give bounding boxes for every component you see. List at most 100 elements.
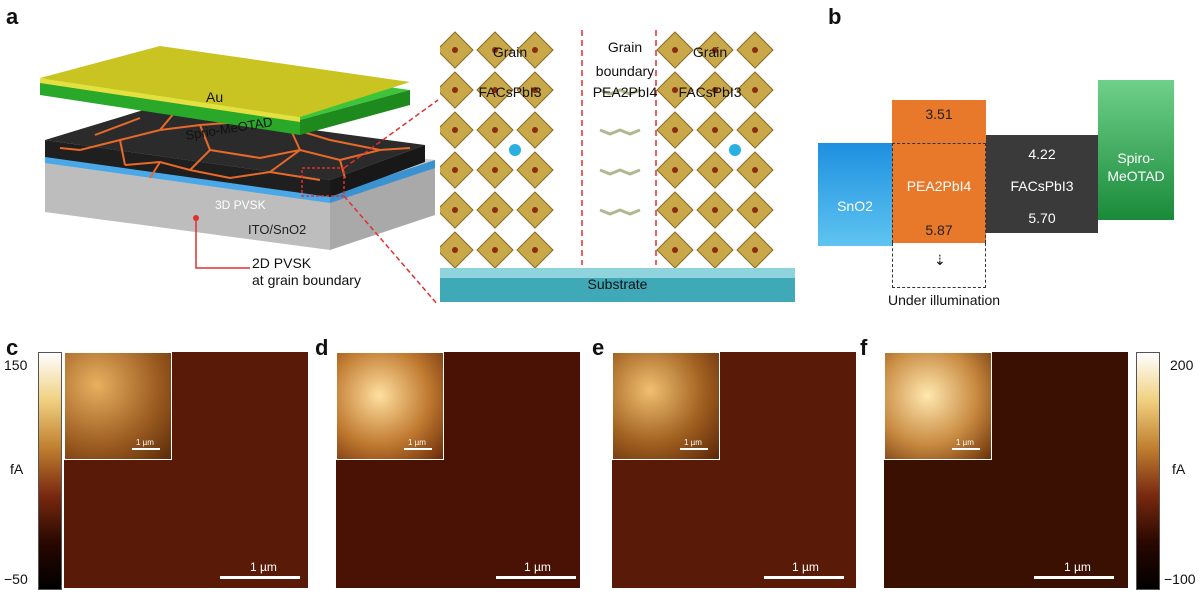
lead-atom [532, 127, 538, 133]
panel-label-b: b [828, 4, 842, 29]
pvsk-label: 3D PVSK [215, 198, 266, 212]
scale-bar-f [1034, 576, 1114, 579]
lead-atom [712, 207, 718, 213]
lead-atom [492, 47, 498, 53]
grain-left-title: Grain [492, 44, 528, 60]
ito-slab-front [45, 155, 330, 250]
lead-atom [532, 247, 538, 253]
lead-atom [672, 207, 678, 213]
lead-atom [712, 127, 718, 133]
lead-atom [492, 87, 498, 93]
inset-scale-f: 1 µm [956, 438, 974, 447]
lead-atom [452, 47, 458, 53]
scale-label-c: 1 µm [250, 560, 277, 574]
cbar-left-max: 150 [4, 357, 28, 373]
pea-bottom-value: 5.87 [925, 222, 953, 238]
afm-image-c: 1 µm 1 µm [64, 352, 308, 588]
illumination-box [892, 243, 986, 288]
lead-atom [492, 127, 498, 133]
lead-atom [452, 167, 458, 173]
lead-atom [452, 247, 458, 253]
callout-line-1: 2D PVSK [252, 255, 312, 271]
pea-band [892, 100, 986, 243]
afm-image-e: 1 µm 1 µm [612, 352, 856, 588]
cbar-left-min: −50 [4, 571, 28, 587]
lead-atom [452, 87, 458, 93]
boundary-material: PEA2PbI4 [592, 84, 658, 100]
cation-atom [729, 144, 741, 156]
spiro-band [1098, 80, 1174, 220]
grain-right-material: FACsPbI3 [678, 84, 742, 100]
inset-scale-e: 1 µm [684, 438, 702, 447]
illumination-label: Under illumination [888, 292, 1001, 308]
organic-spacer [599, 168, 641, 176]
panel-label-a: a [6, 4, 19, 29]
grain-left-material: FACsPbI3 [478, 84, 542, 100]
ito-slab-side [330, 160, 435, 250]
lead-atom [532, 207, 538, 213]
grain-right-title: Grain [692, 44, 728, 60]
lead-atom [712, 47, 718, 53]
substrate-label: Substrate [587, 276, 648, 292]
inset-scale-d: 1 µm [408, 438, 426, 447]
organic-spacer [599, 208, 641, 216]
callout-line-2: at grain boundary [252, 272, 361, 288]
lead-atom [492, 247, 498, 253]
afm-image-d: 1 µm 1 µm [336, 352, 580, 588]
device-stack-diagram [40, 46, 439, 306]
colorbar-left [38, 352, 62, 590]
lead-atom [672, 47, 678, 53]
panel-label-e: e [592, 335, 605, 360]
lead-atom [752, 167, 758, 173]
lead-atom [752, 127, 758, 133]
lead-atom [452, 127, 458, 133]
scale-bar-e [764, 576, 844, 579]
colorbar-right [1136, 352, 1160, 590]
au-label: Au [206, 89, 224, 105]
down-arrow-icon: ⇣ [934, 252, 946, 268]
lead-atom [752, 207, 758, 213]
panel-label-d: d [315, 335, 329, 360]
afm-inset-d [336, 352, 444, 460]
lead-atom [532, 167, 538, 173]
lead-atom [672, 87, 678, 93]
facs-band [986, 135, 1098, 233]
facs-name: FACsPbI3 [1010, 178, 1074, 194]
ito-label: ITO/SnO2 [248, 222, 307, 237]
lead-atom [712, 87, 718, 93]
cation-atom [509, 144, 521, 156]
au-layer-top [40, 46, 410, 117]
lead-atom [492, 207, 498, 213]
spiro-line-2: MeOTAD [1107, 168, 1165, 184]
lead-atom [452, 207, 458, 213]
scale-label-d: 1 µm [524, 560, 551, 574]
panel-label-f: f [860, 335, 868, 360]
afm-inset-e [612, 352, 720, 460]
boundary-title-2: boundary [595, 63, 655, 79]
facs-bottom-value: 5.70 [1028, 210, 1056, 226]
spiro-line-1: Spiro- [1117, 150, 1155, 166]
scale-bar-c [220, 576, 300, 579]
facs-top-value: 4.22 [1028, 146, 1056, 162]
perovskite-layer-top [45, 108, 425, 180]
zoom-box [301, 167, 345, 197]
scale-bar-d [496, 576, 576, 579]
cbar-right-unit: fA [1172, 461, 1186, 477]
panel-label-c: c [6, 335, 19, 360]
lead-atom [672, 127, 678, 133]
spiro-layer-front [40, 80, 300, 135]
crystal-structure [440, 30, 795, 302]
cbar-right-min: −100 [1164, 571, 1196, 587]
lead-atom [752, 247, 758, 253]
lead-atom [752, 47, 758, 53]
scale-label-f: 1 µm [1064, 560, 1091, 574]
lead-atom [712, 167, 718, 173]
scale-label-e: 1 µm [792, 560, 819, 574]
afm-inset-c [64, 352, 172, 460]
sno2-band [818, 143, 892, 246]
cbar-right-max: 200 [1170, 357, 1194, 373]
afm-inset-f [884, 352, 992, 460]
callout-line [195, 218, 250, 269]
organic-spacer [599, 88, 641, 96]
boundary-title: Grain [607, 39, 643, 55]
